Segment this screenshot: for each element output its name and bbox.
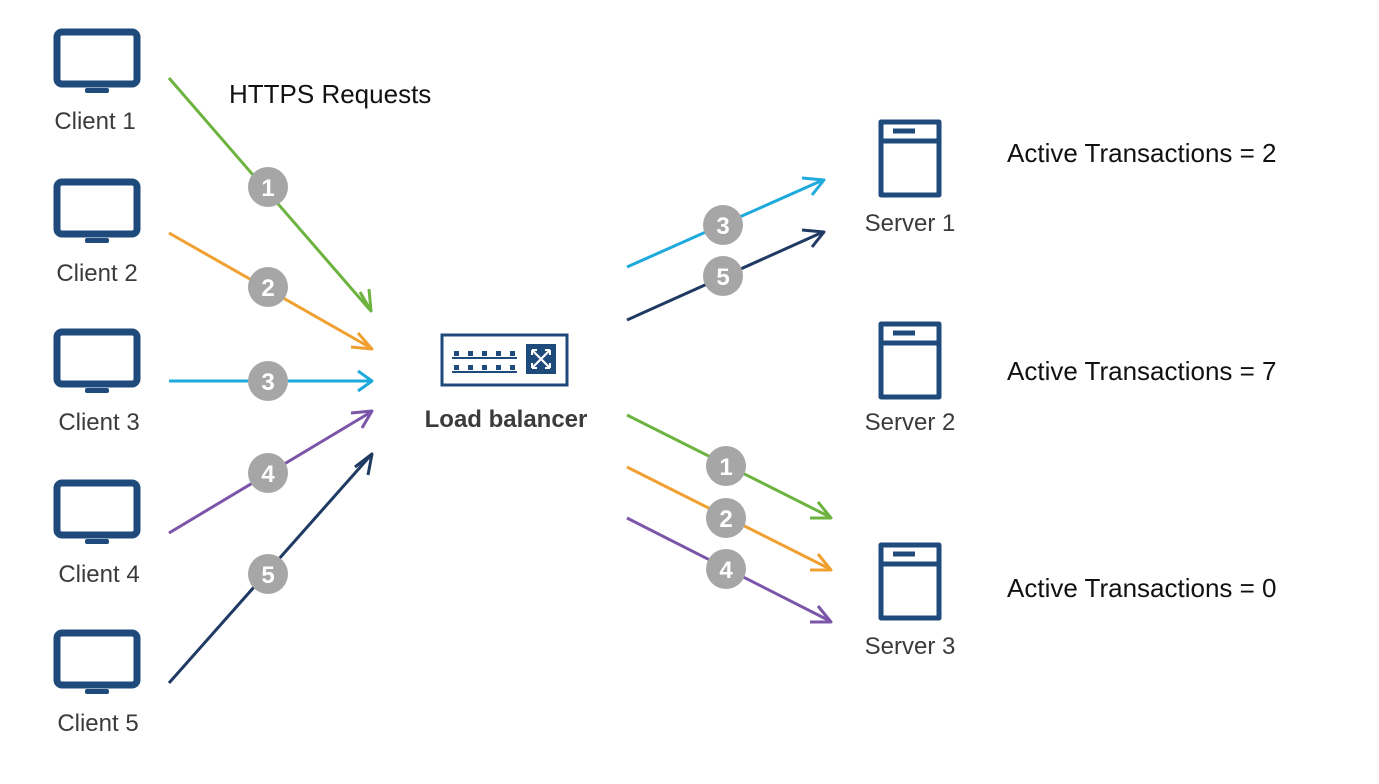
client-4: Client 4	[57, 483, 140, 588]
inbound-badge-1: 1	[248, 167, 288, 207]
load-balancer-label: Load balancer	[425, 406, 588, 433]
inbound-badge-4: 4	[248, 453, 288, 493]
active-transactions: Active Transactions = 0	[1007, 573, 1277, 603]
badge-number: 5	[261, 562, 274, 589]
badge-number: 2	[719, 506, 732, 533]
client-label: Client 1	[54, 108, 135, 135]
client-label: Client 2	[56, 260, 137, 287]
client-3: Client 3	[57, 332, 140, 436]
server-1: Server 1 Active Transactions = 2	[865, 122, 1277, 237]
badge-number: 5	[716, 264, 729, 291]
client-5: Client 5	[57, 633, 139, 737]
server-label: Server 2	[865, 409, 956, 436]
active-transactions: Active Transactions = 2	[1007, 138, 1277, 168]
client-1: Client 1	[54, 32, 137, 135]
badge-number: 1	[261, 175, 274, 202]
badge-number: 4	[261, 461, 275, 488]
load-balancer: Load balancer	[425, 333, 588, 433]
monitor-icon	[57, 32, 137, 93]
client-label: Client 5	[57, 710, 138, 737]
badge-number: 4	[719, 557, 733, 584]
server-label: Server 1	[865, 210, 956, 237]
server-icon	[881, 324, 939, 397]
outbound-badge-2: 2	[706, 498, 746, 538]
inbound-badge-5: 5	[248, 554, 288, 594]
badge-number: 3	[261, 369, 274, 396]
client-label: Client 3	[58, 409, 139, 436]
outbound-badge-5: 5	[703, 256, 743, 296]
monitor-icon	[57, 182, 137, 243]
badge-number: 2	[261, 275, 274, 302]
server-2: Server 2 Active Transactions = 7	[865, 324, 1277, 436]
diagram-title: HTTPS Requests	[229, 79, 431, 109]
server-3: Server 3 Active Transactions = 0	[865, 545, 1277, 660]
monitor-icon	[57, 483, 137, 544]
server-icon	[881, 122, 939, 195]
outbound-badge-1: 1	[706, 446, 746, 486]
outbound-badge-3: 3	[703, 205, 743, 245]
load-balancer-icon	[440, 333, 569, 387]
monitor-icon	[57, 332, 137, 393]
badge-number: 3	[716, 213, 729, 240]
server-icon	[881, 545, 939, 618]
monitor-icon	[57, 633, 137, 694]
client-label: Client 4	[58, 561, 139, 588]
client-2: Client 2	[56, 182, 137, 287]
badge-number: 1	[719, 454, 732, 481]
inbound-badge-3: 3	[248, 361, 288, 401]
outbound-badge-4: 4	[706, 549, 746, 589]
inbound-badge-2: 2	[248, 267, 288, 307]
active-transactions: Active Transactions = 7	[1007, 356, 1277, 386]
server-label: Server 3	[865, 633, 956, 660]
